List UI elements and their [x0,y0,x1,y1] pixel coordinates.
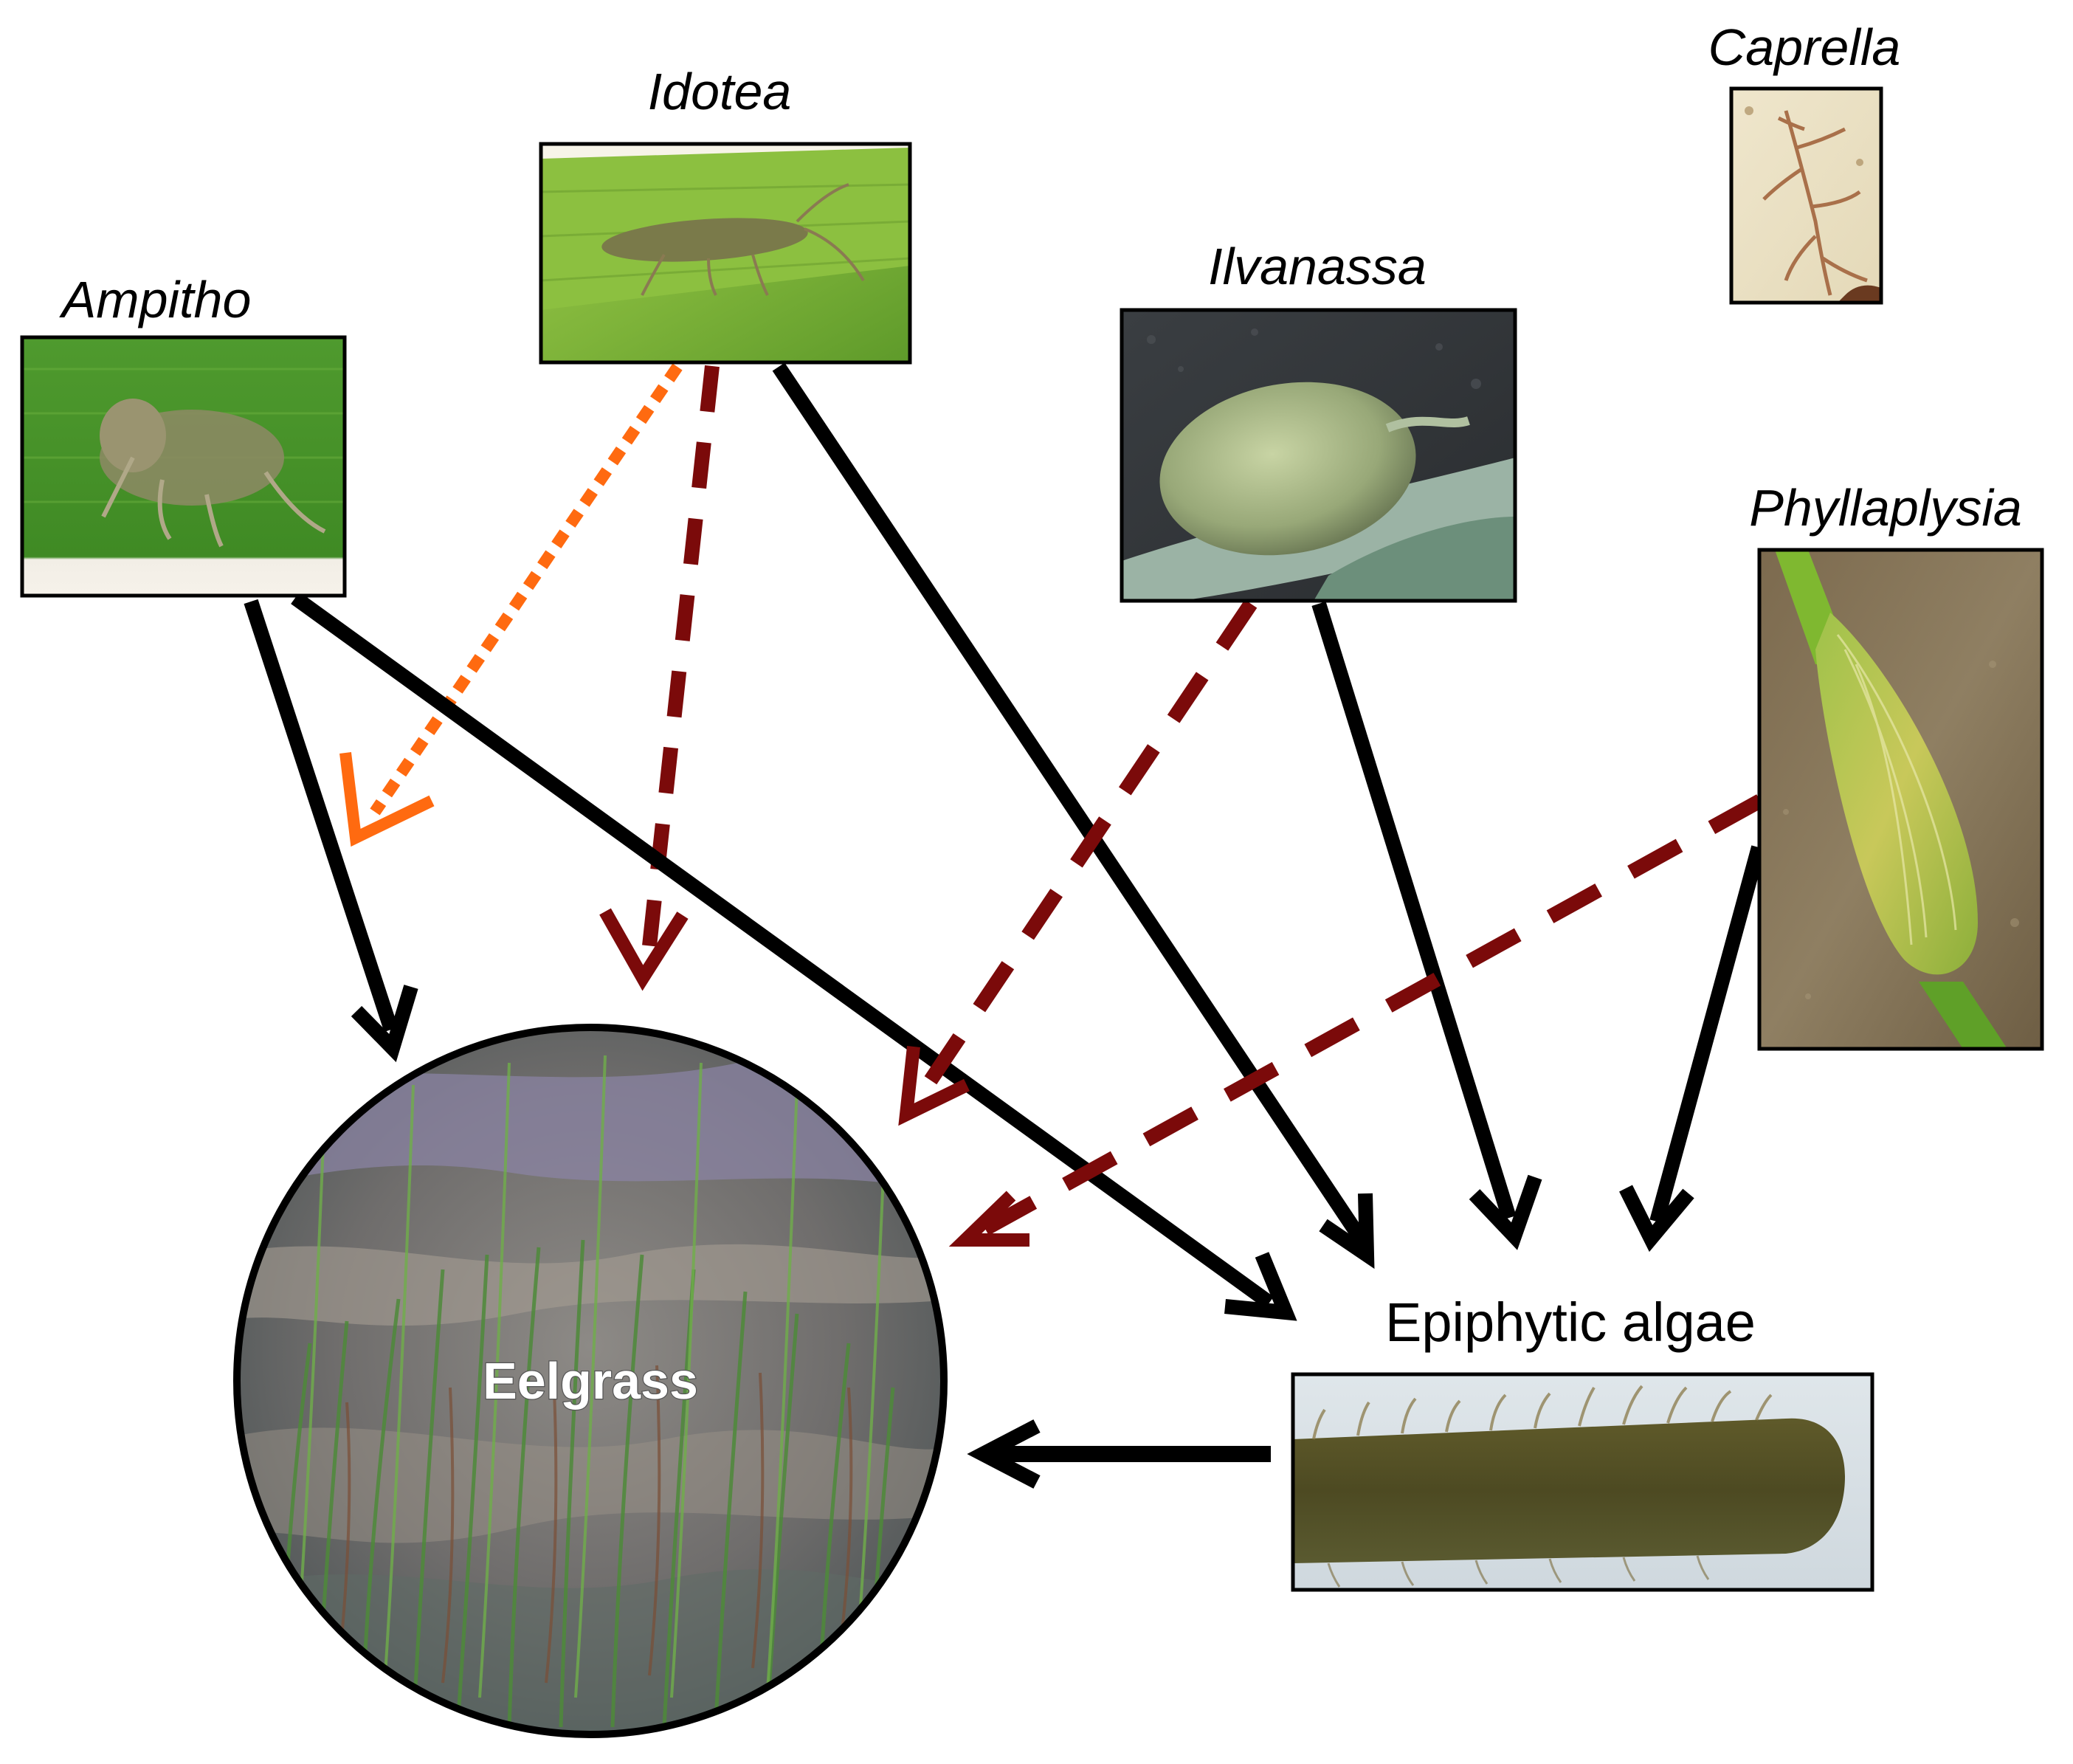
phyllaplysia-node: Phyllaplysia [1749,479,2044,1051]
epiphytic-algae-photo [1293,1374,1872,1590]
ilvanassa-label: Ilvanassa [1208,238,1427,295]
ilvanassa-node: Ilvanassa [1120,238,1517,603]
idotea-label: Idotea [648,63,792,120]
arrow-ampitho-to-epiphytic-algae [291,591,1297,1321]
ampitho-photo [22,337,345,596]
arrow-phyllaplysia-to-epiphytic-algae [1619,845,1766,1253]
caprella-photo [1731,89,1881,303]
arrow-idotea-to-eelgrass-dotted [339,363,683,847]
arrow-epiphytic-algae-to-eelgrass [967,1419,1271,1489]
eelgrass-node: Eelgrass [233,1024,948,1738]
ampitho-label: Ampitho [59,271,252,328]
caprella-node: Caprella [1708,18,1901,305]
epiphytic-algae-node: Epiphytic algae [1291,1292,1874,1592]
arrow-ilvanassa-to-epiphytic-algae [1311,602,1542,1250]
ilvanassa-photo [1122,310,1515,601]
arrow-ampitho-to-eelgrass [244,599,418,1063]
arrow-idotea-to-epiphytic-algae [772,362,1375,1269]
idotea-photo [541,144,910,362]
phyllaplysia-photo [1759,550,2042,1049]
ampitho-node: Ampitho [20,271,347,598]
epiphytic-algae-label: Epiphytic algae [1385,1292,1756,1353]
idotea-node: Idotea [539,63,912,365]
arrow-phyllaplysia-to-eelgrass-dashed [948,794,1764,1247]
arrow-ilvanassa-to-eelgrass-dashed [898,599,1258,1126]
phyllaplysia-label: Phyllaplysia [1749,479,2022,537]
caprella-label: Caprella [1708,18,1901,76]
eelgrass-label: Eelgrass [483,1352,698,1410]
